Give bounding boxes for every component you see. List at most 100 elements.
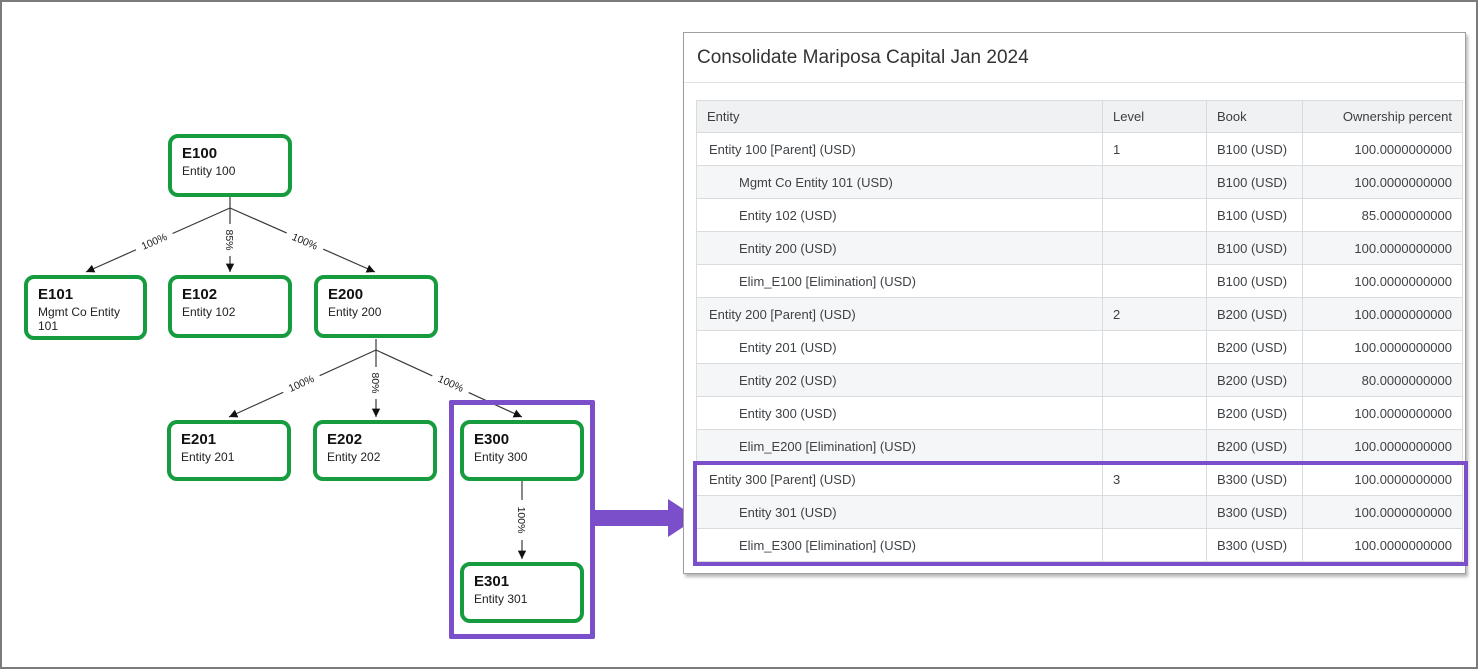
panel-titlebar: Consolidate Mariposa Capital Jan 2024	[684, 33, 1465, 83]
cell-ownership: 100.0000000000	[1302, 330, 1463, 364]
table-row[interactable]: Entity 202 (USD)B200 (USD)80.0000000000	[696, 363, 1463, 397]
cell-entity: Entity 200 [Parent] (USD)	[696, 297, 1103, 331]
cell-ownership: 100.0000000000	[1302, 495, 1463, 529]
table-row[interactable]: Entity 301 (USD) B300 (USD)100.0000000000	[696, 495, 1463, 529]
entity-node-e202[interactable]: E202 Entity 202	[313, 420, 437, 481]
cell-book: B200 (USD)	[1206, 363, 1303, 397]
edge-e100-e200	[229, 207, 376, 273]
cell-level	[1102, 330, 1207, 364]
cell-entity: Entity 300 (USD)	[696, 396, 1103, 430]
cell-level	[1102, 231, 1207, 265]
table-row[interactable]: Entity 102 (USD) B100 (USD)85.0000000000	[696, 198, 1463, 232]
edge-label: 100%	[279, 367, 323, 398]
cell-entity: Entity 201 (USD)	[696, 330, 1103, 364]
edge-label: 100%	[429, 367, 473, 398]
entity-node-e200[interactable]: E200 Entity 200	[314, 275, 438, 338]
table-row[interactable]: Mgmt Co Entity 101 (USD) B100 (USD)100.00…	[696, 165, 1463, 199]
entity-node-name: Entity 102	[182, 305, 236, 320]
entity-node-name: Mgmt Co Entity 101	[38, 305, 121, 334]
column-header-entity: Entity	[696, 100, 1103, 133]
entity-node-e201[interactable]: E201 Entity 201	[167, 420, 291, 481]
cell-ownership: 100.0000000000	[1302, 165, 1463, 199]
consolidation-panel: Consolidate Mariposa Capital Jan 2024 En…	[683, 32, 1468, 574]
cell-ownership: 85.0000000000	[1302, 198, 1463, 232]
cell-level	[1102, 363, 1207, 397]
column-header-book: Book	[1206, 100, 1303, 133]
cell-book: B100 (USD)	[1206, 231, 1303, 265]
cell-ownership: 100.0000000000	[1302, 231, 1463, 265]
cell-entity: Entity 202 (USD)	[696, 363, 1103, 397]
cell-book: B200 (USD)	[1206, 297, 1303, 331]
entity-node-name: Entity 201	[181, 450, 235, 465]
svg-text:100%: 100%	[290, 231, 319, 253]
table-row[interactable]: Elim_E100 [Elimination] (USD)B100 (USD)1…	[696, 264, 1463, 298]
entity-node-name: Entity 301	[474, 592, 528, 607]
cell-ownership: 100.0000000000	[1302, 462, 1463, 496]
svg-text:85%: 85%	[223, 229, 235, 250]
cell-level	[1102, 396, 1207, 430]
cell-entity: Elim_E300 [Elimination] (USD)	[696, 528, 1103, 562]
table-row[interactable]: Elim_E300 [Elimination] (USD)B300 (USD)1…	[696, 528, 1463, 562]
edge-e200-e201	[228, 349, 377, 418]
cell-entity: Elim_E200 [Elimination] (USD)	[696, 429, 1103, 463]
cell-ownership: 100.0000000000	[1302, 264, 1463, 298]
cell-book: B200 (USD)	[1206, 429, 1303, 463]
cell-book: B200 (USD)	[1206, 330, 1303, 364]
entity-node-e100[interactable]: E100 Entity 100	[168, 134, 292, 197]
cell-ownership: 100.0000000000	[1302, 297, 1463, 331]
entity-node-name: Entity 100	[182, 164, 236, 179]
cell-entity: Entity 300 [Parent] (USD)	[696, 462, 1103, 496]
cell-level	[1102, 198, 1207, 232]
link-arrow	[595, 510, 671, 526]
cell-level: 3	[1102, 462, 1207, 496]
table-header-row: Entity Level Book Ownership percent	[696, 100, 1463, 133]
entity-node-name: Entity 202	[327, 450, 381, 465]
entity-node-id: E101	[38, 286, 74, 303]
entity-node-name: Entity 300	[474, 450, 528, 465]
entity-node-e300[interactable]: E300 Entity 300	[460, 420, 584, 481]
column-header-ownership: Ownership percent	[1302, 100, 1463, 133]
entity-node-e301[interactable]: E301 Entity 301	[460, 562, 584, 623]
cell-ownership: 100.0000000000	[1302, 528, 1463, 562]
cell-level	[1102, 528, 1207, 562]
cell-book: B100 (USD)	[1206, 198, 1303, 232]
entity-node-e101[interactable]: E101 Mgmt Co Entity 101	[24, 275, 147, 340]
table-row[interactable]: Elim_E200 [Elimination] (USD) B200 (USD)1…	[696, 429, 1463, 463]
edge-label: 80%	[369, 367, 384, 399]
entity-node-id: E201	[181, 431, 217, 448]
entity-node-id: E200	[328, 286, 364, 303]
cell-ownership: 100.0000000000	[1302, 132, 1463, 166]
entity-node-e102[interactable]: E102 Entity 102	[168, 275, 292, 338]
table-row[interactable]: Entity 201 (USD) B200 (USD)100.0000000000	[696, 330, 1463, 364]
cell-ownership: 100.0000000000	[1302, 429, 1463, 463]
svg-text:100%: 100%	[515, 507, 527, 534]
cell-level	[1102, 495, 1207, 529]
cell-entity: Mgmt Co Entity 101 (USD)	[696, 165, 1103, 199]
cell-level	[1102, 264, 1207, 298]
entity-node-id: E100	[182, 145, 218, 162]
cell-entity: Entity 102 (USD)	[696, 198, 1103, 232]
entity-node-id: E102	[182, 286, 218, 303]
cell-entity: Entity 301 (USD)	[696, 495, 1103, 529]
cell-level: 1	[1102, 132, 1207, 166]
cell-level	[1102, 429, 1207, 463]
cell-book: B300 (USD)	[1206, 495, 1303, 529]
table-row[interactable]: Entity 300 (USD)B200 (USD)100.0000000000	[696, 396, 1463, 430]
edge-e200-e300	[375, 349, 523, 418]
entity-node-id: E301	[474, 573, 510, 590]
column-header-level: Level	[1102, 100, 1207, 133]
cell-level	[1102, 165, 1207, 199]
svg-text:80%: 80%	[369, 372, 381, 393]
cell-book: B100 (USD)	[1206, 165, 1303, 199]
table-row[interactable]: Entity 200 (USD)B100 (USD)100.0000000000	[696, 231, 1463, 265]
consolidation-table: Entity Level Book Ownership percent Enti…	[696, 100, 1463, 562]
edge-label: 100%	[283, 225, 327, 256]
cell-ownership: 100.0000000000	[1302, 396, 1463, 430]
edge-label: 100%	[132, 225, 176, 256]
panel-title: Consolidate Mariposa Capital Jan 2024	[697, 47, 1029, 68]
